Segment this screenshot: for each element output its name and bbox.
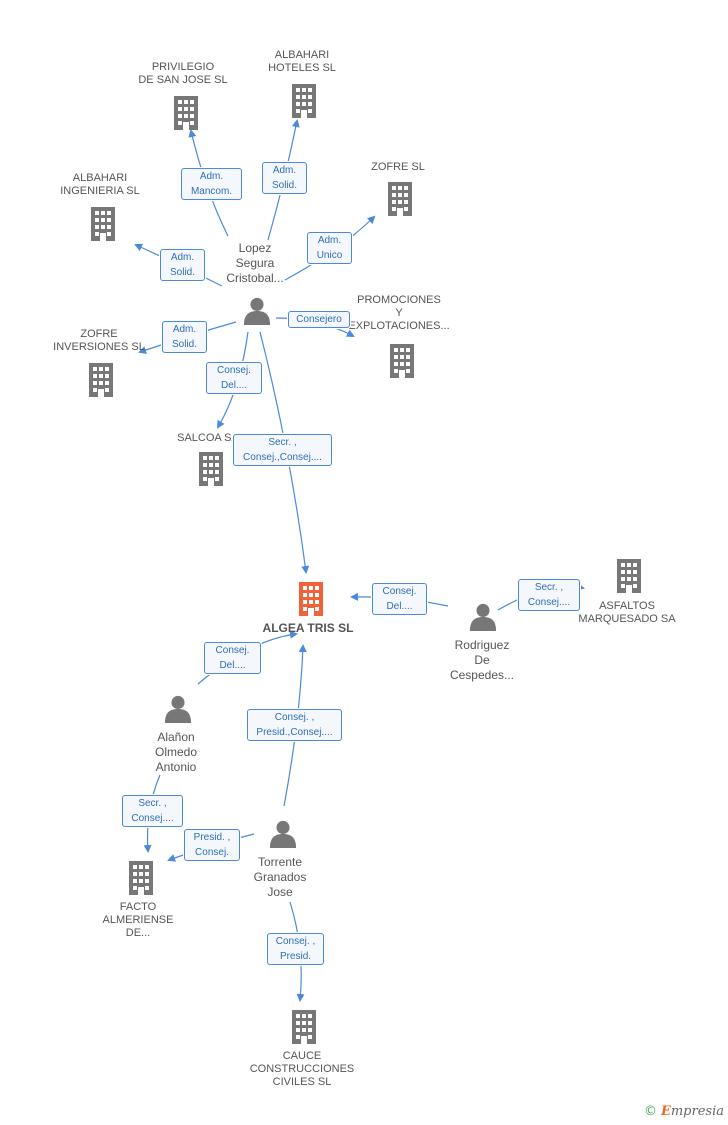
role-badge[interactable]: Adm. Solid.: [160, 249, 205, 281]
main-company-label[interactable]: ALGEA TRIS SL: [262, 621, 354, 635]
role-badge[interactable]: Secr. , Consej....: [518, 579, 580, 611]
role-badge[interactable]: Adm. Solid.: [262, 162, 307, 194]
company-label-privilegio[interactable]: PRIVILEGIO DE SAN JOSE SL: [138, 61, 228, 86]
person-icon[interactable]: [469, 603, 497, 631]
role-badge[interactable]: Consejero: [288, 311, 350, 328]
company-label-facto[interactable]: FACTO ALMERIENSE DE...: [102, 901, 174, 939]
brand-initial: E: [660, 1104, 671, 1119]
company-label-albahari-ingenieria[interactable]: ALBAHARI INGENIERIA SL: [60, 172, 140, 197]
person-label-alanon[interactable]: Alañon Olmedo Antonio: [154, 730, 198, 774]
role-badge[interactable]: Adm. Unico: [307, 232, 352, 264]
role-badge[interactable]: Consej. Del....: [206, 362, 262, 394]
building-icon[interactable]: [199, 452, 223, 486]
role-badge[interactable]: Consej. Del....: [204, 642, 261, 674]
company-label-promociones[interactable]: PROMOCIONES Y EXPLOTACIONES...: [348, 294, 450, 332]
role-badge[interactable]: Adm. Mancom.: [181, 168, 242, 200]
brand-name: mpresia: [670, 1104, 724, 1119]
role-badge[interactable]: Secr. , Consej....: [122, 795, 183, 827]
role-badge[interactable]: Consej. , Presid.,Consej....: [247, 709, 342, 741]
brand-logo: ©Empresia: [644, 1104, 724, 1119]
building-icon[interactable]: [292, 84, 316, 118]
role-badge[interactable]: Consej. Del....: [372, 583, 427, 615]
person-label-lopez[interactable]: Lopez Segura Cristobal...: [226, 241, 284, 285]
person-icon[interactable]: [243, 297, 271, 325]
person-icon[interactable]: [269, 820, 297, 848]
building-icon[interactable]: [91, 207, 115, 241]
building-icon[interactable]: [292, 1010, 316, 1044]
role-badge[interactable]: Consej. , Presid.: [267, 933, 324, 965]
building-icon[interactable]: [390, 344, 414, 378]
company-label-zofre-inversiones[interactable]: ZOFRE INVERSIONES SL: [53, 328, 145, 353]
role-badge[interactable]: Adm. Solid.: [162, 321, 207, 353]
building-icon[interactable]: [129, 861, 153, 895]
building-icon[interactable]: [617, 559, 641, 593]
main-company-building-icon[interactable]: [299, 582, 323, 616]
role-badge[interactable]: Secr. , Consej.,Consej....: [233, 434, 332, 466]
building-icon[interactable]: [89, 363, 113, 397]
person-icon[interactable]: [164, 695, 192, 723]
company-label-cauce[interactable]: CAUCE CONSTRUCCIONES CIVILES SL: [249, 1050, 355, 1088]
person-label-torrente[interactable]: Torrente Granados Jose: [253, 855, 307, 899]
role-badge[interactable]: Presid. , Consej.: [184, 829, 240, 861]
company-label-albahari-hoteles[interactable]: ALBAHARI HOTELES SL: [268, 49, 336, 74]
person-label-rodriguez[interactable]: Rodriguez De Cespedes...: [449, 638, 515, 682]
building-icon[interactable]: [174, 96, 198, 130]
company-label-zofre-sl[interactable]: ZOFRE SL: [371, 161, 425, 173]
building-icon[interactable]: [388, 182, 412, 216]
copyright-icon: ©: [643, 1104, 657, 1119]
company-label-asfaltos[interactable]: ASFALTOS MARQUESADO SA: [578, 600, 676, 625]
